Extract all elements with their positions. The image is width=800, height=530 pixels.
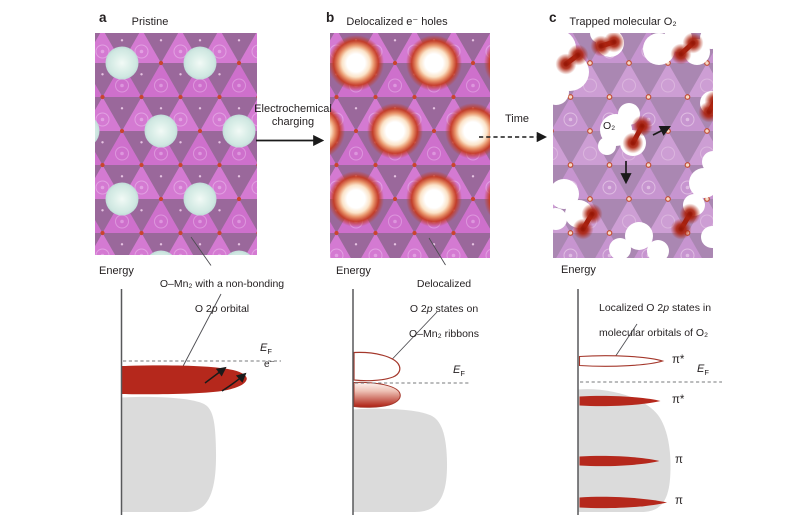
dos-c-filled-pi-star: [579, 395, 661, 407]
dos-a-filled-band: [121, 396, 217, 512]
dos-c-empty-pi-star: [578, 355, 665, 367]
dos-b-partially-filled-lobe: [353, 381, 401, 408]
fermi-level-label-c: EF: [697, 363, 709, 378]
annotation-c-line1: Localized O 2p states in: [599, 302, 712, 315]
dos-plot-pristine: [120, 289, 281, 515]
crystal-structure-pristine: [95, 33, 257, 255]
dos-b-empty-hole-lobe: [353, 351, 401, 382]
o2-motion-arrows: [620, 126, 671, 185]
energy-axis-label-a: Energy: [99, 265, 134, 277]
energy-axis-label-c: Energy: [561, 264, 596, 276]
electron-removal-arrow-2: [221, 372, 247, 392]
electron-removal-arrow-1: [204, 366, 227, 384]
annotation-b-line1: Delocalized: [416, 278, 472, 291]
annotation-a: O–Mn₂ with a non-bonding O 2p orbital: [152, 266, 292, 328]
non-bonding-orbital-sites: [95, 46, 256, 255]
panel-letter-c: c: [549, 10, 557, 25]
panel-letter-b: b: [326, 10, 335, 25]
annotation-pointer-lines: [180, 236, 638, 372]
panel-title-b: Delocalized e⁻ holes: [346, 16, 448, 28]
annotation-b-line3: O–Mn₂ ribbons: [408, 327, 480, 340]
crystal-structure-delocalized-holes: [330, 33, 490, 258]
panel-letter-a: a: [99, 10, 107, 25]
pi-star-filled-label: π*: [672, 394, 685, 406]
pi-level-1-label: π: [675, 454, 683, 466]
pi-level-2-label: π: [675, 495, 683, 507]
charging-label: Electrochemical charging: [254, 103, 332, 128]
fermi-level-label-b: EF: [453, 364, 465, 379]
annotation-c: Localized O 2p states in molecular orbit…: [599, 290, 711, 352]
dos-plot-delocalized: [352, 289, 470, 515]
fermi-level-label-a: EF: [260, 342, 272, 357]
o2-molecule-label: O₂: [603, 120, 616, 132]
dos-c-filled-band: [578, 389, 671, 512]
annotation-a-line2: O 2p orbital: [194, 303, 250, 316]
crystal-structure-trapped-o2: [553, 33, 713, 258]
energy-axis-label-b: Energy: [336, 265, 371, 277]
dos-a-o2p-peak: [122, 365, 247, 395]
o2-molecules: [555, 33, 713, 240]
annotation-b: Delocalized O 2p states on O–Mn₂ ribbons: [385, 266, 503, 353]
delocalized-hole-glow-sites: [330, 35, 490, 227]
annotation-b-line2: O 2p states on: [409, 303, 479, 316]
dos-c-pi-level-1: [579, 455, 660, 467]
dos-b-filled-band: [353, 408, 448, 512]
panel-title-a: Pristine: [131, 16, 169, 28]
annotation-c-line2: molecular orbitals of O₂: [599, 327, 709, 340]
electron-label: e⁻: [264, 359, 275, 370]
time-label: Time: [504, 113, 530, 125]
annotation-a-line1: O–Mn₂ with a non-bonding: [159, 278, 285, 291]
panel-title-c: Trapped molecular O₂: [569, 16, 677, 28]
pi-star-empty-label: π*: [672, 354, 685, 366]
dos-c-pi-level-2: [579, 496, 667, 509]
dos-plot-molecular-o2: [577, 289, 722, 515]
